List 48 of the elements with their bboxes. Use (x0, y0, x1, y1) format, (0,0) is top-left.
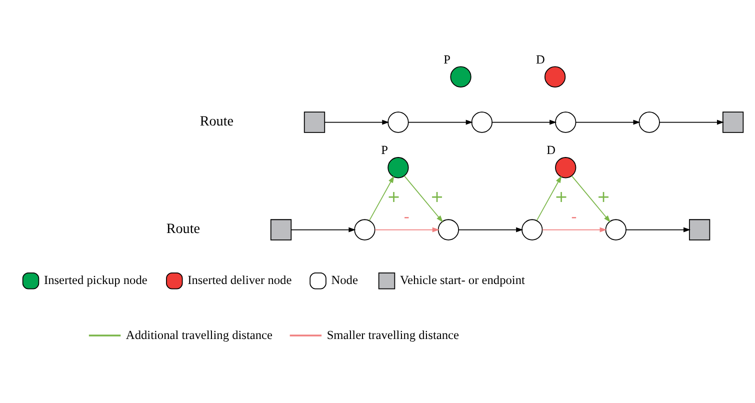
edge-label: + (387, 186, 400, 206)
arrow (324, 119, 390, 124)
node-box (304, 111, 326, 132)
legend-label: Inserted pickup node (44, 272, 148, 287)
arrow (626, 226, 691, 232)
arrow (374, 226, 440, 232)
label: Route (200, 113, 234, 130)
node-circle (450, 66, 472, 87)
legend-label: Inserted deliver node (188, 272, 292, 287)
edge-label: + (554, 186, 568, 206)
node-circle (555, 156, 576, 178)
node-box (688, 218, 710, 240)
node-label: D (536, 52, 545, 66)
edge-label: + (596, 186, 610, 206)
arrow (571, 174, 610, 222)
legend-label: Additional travelling distance (126, 327, 272, 342)
node-circle (471, 111, 492, 132)
arrow (290, 226, 356, 232)
arrow (659, 119, 724, 124)
node-label: P (381, 142, 388, 157)
edge-label: + (430, 186, 444, 206)
arrow (368, 175, 394, 220)
arrow (458, 226, 524, 232)
arrow (536, 175, 562, 220)
arrow (404, 174, 444, 222)
node-circle (522, 218, 543, 240)
node-circle (605, 218, 626, 240)
node-circle (544, 66, 566, 87)
node-label: D (546, 142, 556, 157)
label: Route (166, 220, 200, 237)
edge-label: - (404, 206, 410, 226)
node-label: P (444, 52, 451, 66)
arrow (542, 226, 607, 232)
node-circle (388, 111, 409, 132)
legend-label: Smaller travelling distance (326, 327, 459, 342)
node-circle (388, 156, 409, 178)
node-circle (638, 111, 660, 132)
arrow (408, 119, 473, 124)
node-circle (354, 218, 376, 240)
node-circle (438, 218, 459, 240)
legend-label: Vehicle start- or endpoint (400, 272, 525, 287)
node-box (270, 218, 292, 240)
arrow (492, 119, 557, 124)
legend-label: Node (331, 272, 358, 287)
node-box (722, 111, 744, 132)
arrow (575, 119, 640, 124)
node-circle (555, 111, 576, 132)
edge-label: - (571, 206, 577, 226)
